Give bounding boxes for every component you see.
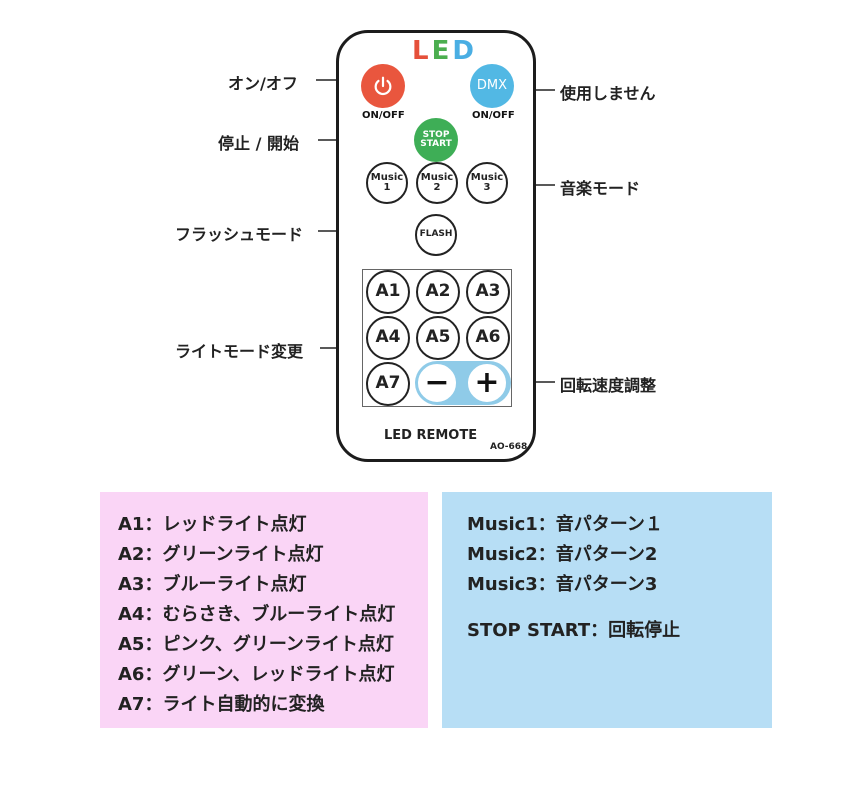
a4-button[interactable]: A4 (366, 316, 410, 360)
led-letter-e: E (431, 36, 453, 66)
a5-button[interactable]: A5 (416, 316, 460, 360)
legend-stop-start: STOP START：回転停止 (467, 620, 681, 641)
a3-button[interactable]: A3 (466, 270, 510, 314)
music-3-label: Music (470, 171, 504, 183)
a7-button[interactable]: A7 (366, 362, 410, 406)
callout-music-mode: 音楽モード (560, 179, 641, 198)
callout-light-mode: ライトモード変更 (175, 342, 304, 361)
led-remote-label: LED REMOTE (384, 428, 478, 443)
music-2-number: 2 (433, 182, 441, 193)
power-on-off-label: ON/OFF (362, 110, 405, 121)
a6-button[interactable]: A6 (466, 316, 510, 360)
legend-a1: A1：レッドライト点灯 (118, 514, 307, 535)
led-letter-l: L (412, 36, 432, 66)
stop-start-button[interactable]: STOP START (414, 118, 458, 162)
music-1-label: Music (370, 171, 404, 183)
legend-a4: A4：むらさき、ブルーライト点灯 (118, 604, 396, 625)
callout-flash-mode: フラッシュモード (175, 225, 304, 244)
speed-minus-button[interactable]: − (416, 362, 458, 404)
legend-a5: A5：ピンク、グリーンライト点灯 (118, 634, 394, 655)
callout-on-off: オン/オフ (228, 74, 298, 93)
callout-stop-start: 停止 / 開始 (218, 134, 299, 153)
flash-button[interactable]: FLASH (415, 214, 457, 256)
music-1-number: 1 (383, 182, 391, 193)
legend-a6: A6：グリーン、レッドライト点灯 (118, 664, 395, 685)
legend-music1: Music1：音パターン１ (467, 514, 663, 535)
legend-a7: A7：ライト自動的に変換 (118, 694, 325, 715)
start-label: START (420, 139, 452, 149)
a1-button[interactable]: A1 (366, 270, 410, 314)
led-letter-d: D (452, 36, 477, 66)
light-mode-legend (100, 492, 428, 728)
speed-plus-button[interactable]: + (466, 362, 508, 404)
a2-button[interactable]: A2 (416, 270, 460, 314)
light-mode-keypad-frame (362, 269, 512, 407)
callout-speed: 回転速度調整 (560, 376, 657, 395)
music-3-number: 3 (483, 182, 491, 193)
callout-dmx-unused: 使用しません (560, 84, 656, 103)
model-number: AO-668 (490, 442, 528, 452)
stop-label: STOP (422, 129, 450, 140)
music-2-label: Music (420, 171, 454, 183)
dmx-button[interactable]: DMX (470, 64, 514, 108)
power-button[interactable] (361, 64, 405, 108)
dmx-on-off-label: ON/OFF (472, 110, 515, 121)
legend-a2: A2：グリーンライト点灯 (118, 544, 324, 565)
legend-a3: A3：ブルーライト点灯 (118, 574, 307, 595)
led-logo: LED (412, 36, 477, 66)
music-mode-legend (442, 492, 772, 728)
legend-music2: Music2：音パターン2 (467, 544, 658, 565)
power-icon (374, 76, 392, 96)
legend-music3: Music3：音パターン3 (467, 574, 658, 595)
